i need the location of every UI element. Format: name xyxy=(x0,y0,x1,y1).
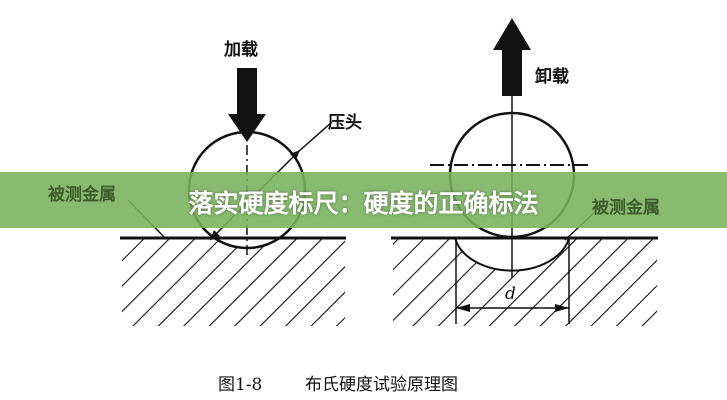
unload-arrow-head xyxy=(493,18,531,50)
right-unloading-figure xyxy=(391,18,658,326)
figure-caption: 布氏硬度试验原理图 xyxy=(305,375,458,395)
indenter-label: 压头 xyxy=(328,113,362,133)
banner-title: 落实硬度标尺：硬度的正确标法 xyxy=(188,189,539,218)
title-banner xyxy=(0,172,727,228)
unload-arrow-shaft xyxy=(502,48,522,96)
diameter-label: d xyxy=(505,284,516,304)
load-arrow-shaft xyxy=(237,68,257,116)
figure-number: 图1-8 xyxy=(218,375,263,395)
load-arrow-head xyxy=(228,114,266,142)
unload-label: 卸载 xyxy=(535,67,569,87)
tested-metal-label-left: 被测金属 xyxy=(48,185,116,205)
tested-metal-label-right: 被测金属 xyxy=(592,198,660,218)
load-label: 加载 xyxy=(224,40,258,60)
